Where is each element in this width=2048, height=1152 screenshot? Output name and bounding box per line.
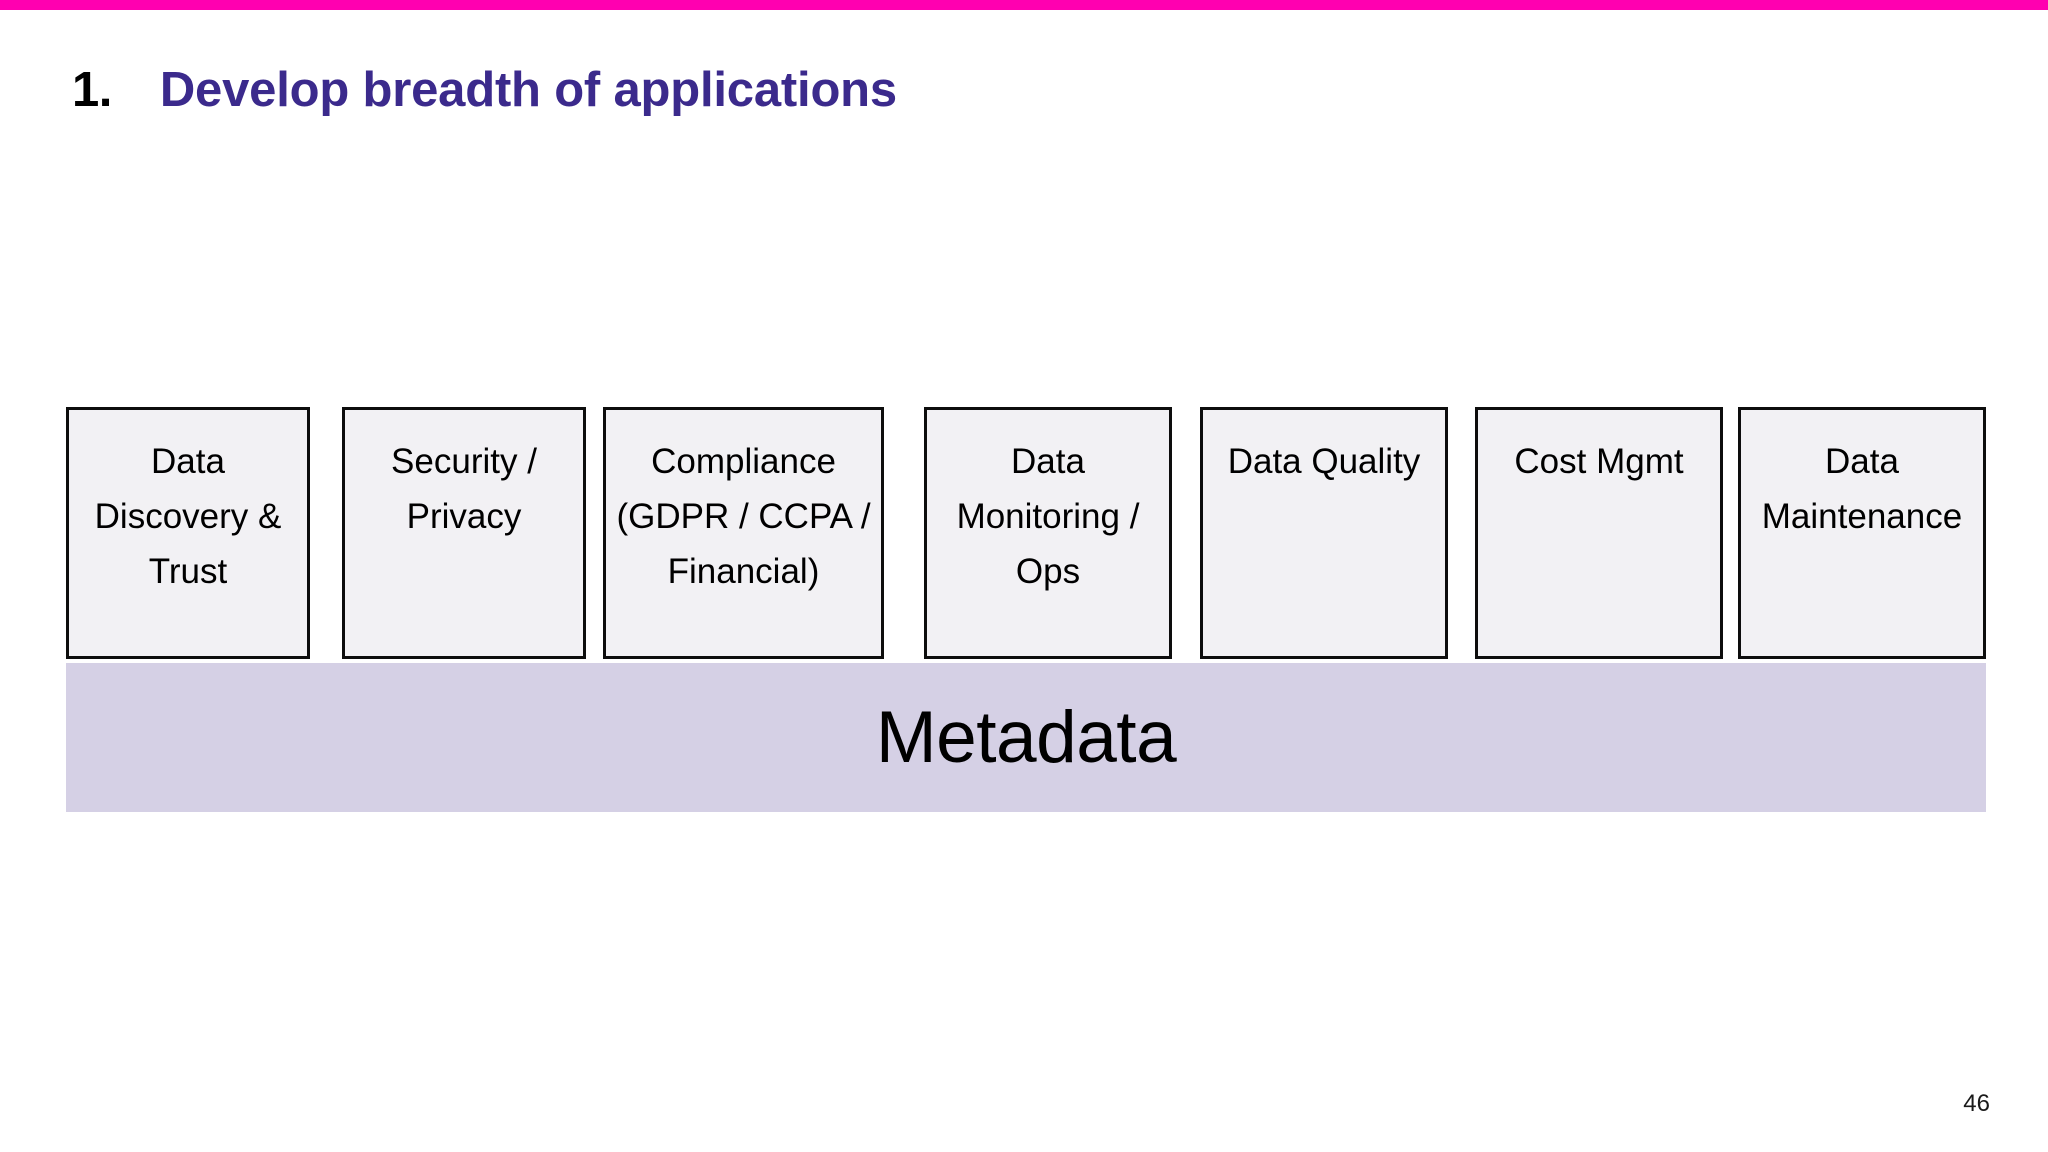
capability-box-label: Data Quality <box>1227 442 1421 481</box>
capability-box-cost-mgmt[interactable]: Cost Mgmt <box>1475 407 1723 659</box>
capability-box-data-maintenance[interactable]: Data Maintenance <box>1738 407 1986 659</box>
page-title: 1. Develop breadth of applications <box>72 62 897 118</box>
capability-box-label: Compliance (GDPR / CCPA / Financial) <box>616 442 871 591</box>
title-text: Develop breadth of applications <box>159 63 897 117</box>
capability-box-security-privacy[interactable]: Security / Privacy <box>342 407 586 659</box>
title-number: 1. <box>72 63 112 117</box>
capability-box-label: Cost Mgmt <box>1514 442 1684 481</box>
page-number: 46 <box>1963 1090 1990 1117</box>
capability-box-label: Data Monitoring / Ops <box>956 442 1140 591</box>
capability-boxes-row: Data Discovery & Trust Security / Privac… <box>66 407 1986 659</box>
capability-stack-diagram: Data Discovery & Trust Security / Privac… <box>66 407 1986 812</box>
metadata-foundation-bar[interactable]: Metadata <box>66 663 1986 812</box>
metadata-foundation-label: Metadata <box>875 697 1177 778</box>
capability-box-compliance[interactable]: Compliance (GDPR / CCPA / Financial) <box>603 407 884 659</box>
capability-box-data-monitoring-ops[interactable]: Data Monitoring / Ops <box>924 407 1172 659</box>
capability-box-data-quality[interactable]: Data Quality <box>1200 407 1448 659</box>
capability-box-label: Security / Privacy <box>391 442 537 536</box>
capability-box-label: Data Maintenance <box>1761 442 1963 536</box>
capability-box-label: Data Discovery & Trust <box>94 442 282 591</box>
capability-box-data-discovery-trust[interactable]: Data Discovery & Trust <box>66 407 310 659</box>
top-accent-bar <box>0 0 2048 10</box>
